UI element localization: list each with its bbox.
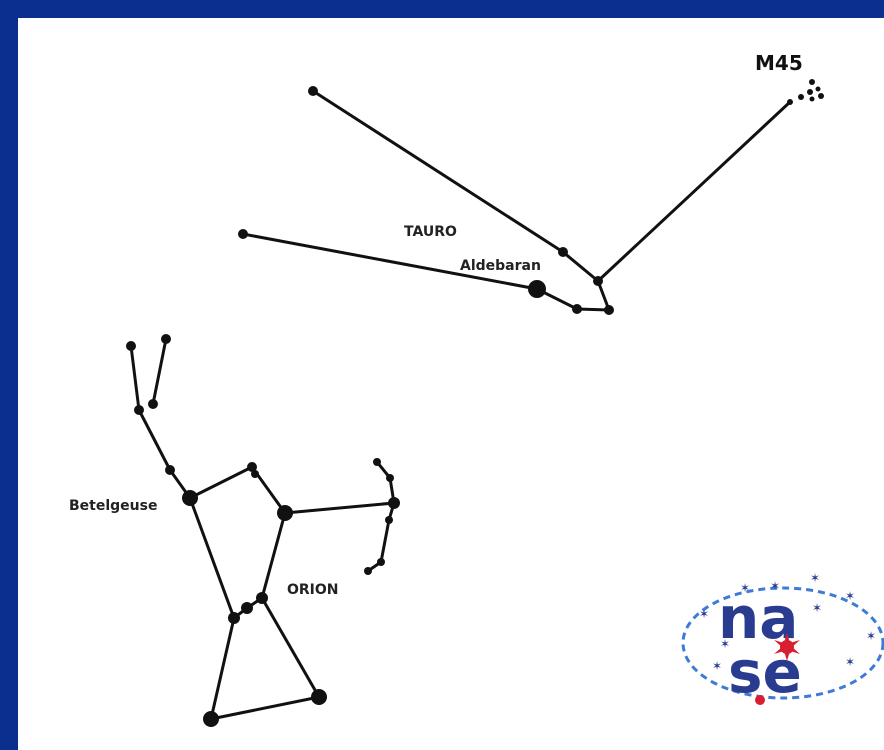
orion-stars (126, 334, 400, 727)
svg-text:✶: ✶ (712, 659, 722, 673)
label-orion: ORION (287, 582, 339, 598)
svg-text:✶: ✶ (699, 607, 709, 621)
betelgeuse-star (182, 490, 198, 506)
svg-text:✶: ✶ (720, 637, 730, 651)
label-tauro: TAURO (404, 224, 457, 240)
taurus-lines (241, 89, 792, 312)
constellation-diagram: M45 TAURO Aldebaran Betelgeuse ORION na … (69, 51, 884, 727)
svg-text:✶: ✶ (740, 581, 750, 595)
label-betelgeuse: Betelgeuse (69, 498, 157, 514)
label-m45: M45 (755, 51, 803, 75)
red-dot-icon (755, 695, 765, 705)
svg-text:✶: ✶ (845, 589, 855, 603)
bellatrix-star (277, 505, 293, 521)
svg-text:✶: ✶ (810, 571, 820, 585)
blue-stars-icon: ✶ ✶ ✶ ✶ ✶ ✶ ✶ ✶ ✶ ✶ (699, 571, 876, 673)
red-star-icon (774, 633, 800, 661)
taurus-stars (238, 86, 614, 315)
svg-text:✶: ✶ (770, 579, 780, 593)
m45-cluster (787, 79, 824, 105)
label-aldebaran: Aldebaran (460, 258, 541, 274)
orion-lines (129, 337, 396, 721)
svg-text:✶: ✶ (845, 655, 855, 669)
svg-text:✶: ✶ (866, 629, 876, 643)
logo-orbit (681, 586, 884, 700)
svg-text:✶: ✶ (812, 601, 822, 615)
aldebaran-star (528, 280, 546, 298)
nase-logo: na se ✶ ✶ ✶ ✶ ✶ ✶ ✶ ✶ ✶ (681, 571, 884, 706)
star-chart-panel: M45 TAURO Aldebaran Betelgeuse ORION na … (18, 18, 884, 750)
